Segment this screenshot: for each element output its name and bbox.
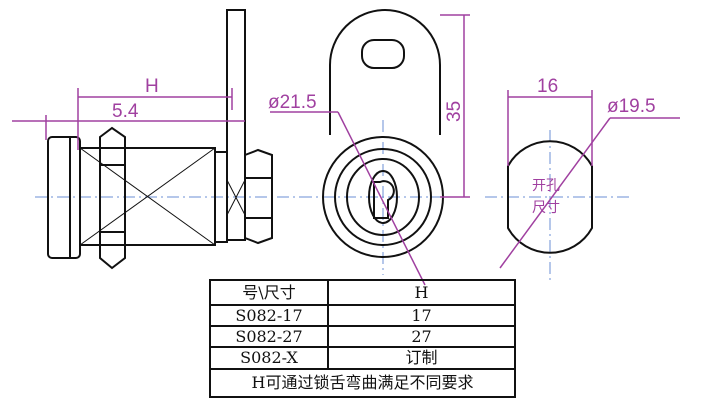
cell-h: 27	[327, 325, 516, 348]
cell-model: S082-27	[209, 325, 329, 348]
dim-5-4: 5.4	[112, 101, 139, 122]
table-row: S082-X 订制	[209, 346, 516, 370]
cell-h: 订制	[327, 346, 516, 370]
header-model: 号\尺寸	[209, 279, 329, 306]
dim-35: 35	[444, 101, 465, 122]
table-row: S082-17 17	[209, 304, 516, 327]
side-view	[47, 9, 273, 270]
dimension-lines	[12, 14, 680, 286]
size-table: 号\尺寸 H S082-17 17 S082-27 27 S082-X 订制 H…	[209, 279, 516, 398]
dim-d19-5: ø19.5	[607, 96, 656, 117]
cell-model: S082-X	[209, 346, 329, 370]
dim-h: H	[145, 76, 159, 97]
hole-size-label-1: 开孔	[532, 178, 560, 194]
table-header: 号\尺寸 H	[209, 279, 516, 306]
hole-view	[507, 140, 593, 254]
dim-d21-5: ø21.5	[268, 92, 317, 113]
header-h: H	[327, 279, 516, 306]
dim-16: 16	[537, 76, 558, 97]
cell-h: 17	[327, 304, 516, 327]
table-note-row: H可通过锁舌弯曲满足不同要求	[209, 368, 516, 398]
table-row: S082-27 27	[209, 325, 516, 348]
hole-size-label-2: 尺寸	[532, 200, 560, 216]
table-note: H可通过锁舌弯曲满足不同要求	[209, 368, 516, 398]
cell-model: S082-17	[209, 304, 329, 327]
